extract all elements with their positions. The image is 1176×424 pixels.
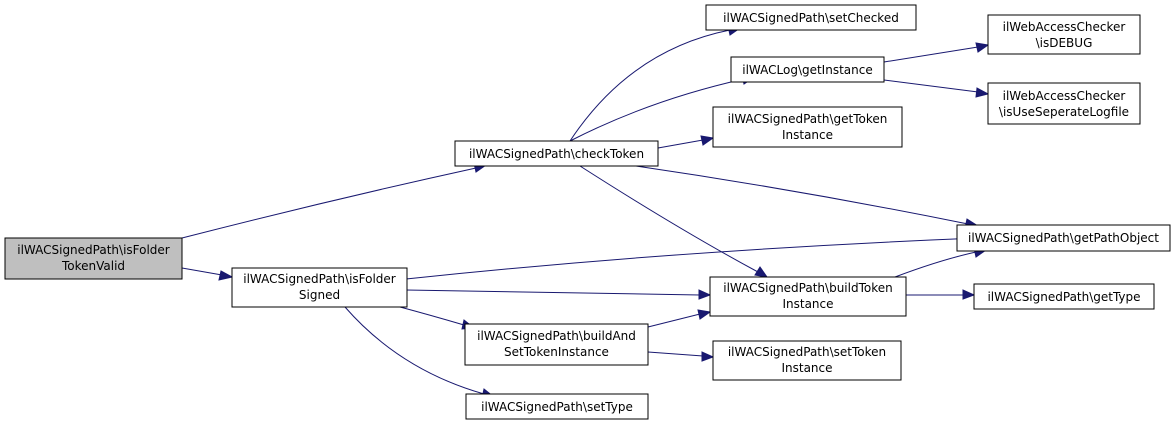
node-label-line: ilWACSignedPath\isFolder	[17, 243, 170, 257]
node-label-line: ilWACSignedPath\getType	[987, 290, 1140, 304]
node-label-line: TokenValid	[61, 259, 125, 273]
node-isdebug[interactable]: ilWebAccessChecker \isDEBUG	[987, 14, 1141, 55]
node-label-line: ilWACSignedPath\setToken	[728, 345, 886, 359]
node-settokeninstance[interactable]: ilWACSignedPath\setToken Instance	[712, 340, 902, 381]
node-label-line: ilWACLog\getInstance	[742, 63, 872, 77]
edge-buildtokeninstance-to-getpathobject	[894, 247, 988, 278]
edge-buildandsettokeninstance-to-settokeninstance	[647, 351, 715, 362]
node-getinstance[interactable]: ilWACLog\getInstance	[730, 56, 885, 83]
node-label-line: ilWACSignedPath\buildAnd	[477, 329, 636, 343]
node-label-line: \isUseSeperateLogfile	[999, 105, 1129, 119]
node-isfoldersigned[interactable]: ilWACSignedPath\isFolder Signed	[231, 267, 408, 308]
edge-getinstance-to-isdebug	[883, 42, 990, 63]
node-label-line: ilWACSignedPath\setType	[481, 400, 633, 414]
edge-getinstance-to-isuseseperatelogfile	[883, 79, 990, 98]
edge-isfoldertokenvalid-to-checktoken	[181, 162, 488, 239]
edge-isfoldersigned-to-buildtokeninstance	[405, 289, 712, 300]
node-buildtokeninstance[interactable]: ilWACSignedPath\buildToken Instance	[709, 276, 907, 317]
node-label-line: ilWACSignedPath\setChecked	[723, 11, 899, 25]
edge-buildandsettokeninstance-to-buildtokeninstance	[647, 309, 712, 328]
node-label-line: Instance	[782, 128, 833, 142]
node-label-line: Instance	[782, 297, 833, 311]
node-settype[interactable]: ilWACSignedPath\setType	[465, 393, 649, 420]
node-label-line: ilWACSignedPath\buildToken	[723, 281, 892, 295]
node-label-line: SetTokenInstance	[504, 345, 609, 359]
node-label-line: Instance	[781, 361, 832, 375]
node-label-line: ilWACSignedPath\checkToken	[469, 147, 644, 161]
node-isfoldertokenvalid[interactable]: ilWACSignedPath\isFolder TokenValid	[4, 237, 183, 280]
node-setchecked[interactable]: ilWACSignedPath\setChecked	[705, 4, 917, 31]
edge-buildtokeninstance-to-gettype	[906, 289, 976, 300]
edge-isfoldersigned-to-buildandsettokeninstance	[399, 306, 476, 330]
node-gettype[interactable]: ilWACSignedPath\getType	[973, 283, 1155, 310]
node-label-line: ilWACSignedPath\isFolder	[243, 272, 396, 286]
node-checktoken[interactable]: ilWACSignedPath\checkToken	[454, 140, 659, 167]
node-label-line: ilWACSignedPath\getPathObject	[968, 231, 1159, 245]
edge-checktoken-to-getpathobject	[635, 165, 980, 229]
node-getpathobject[interactable]: ilWACSignedPath\getPathObject	[956, 224, 1171, 252]
node-label-line: ilWebAccessChecker	[1003, 20, 1126, 34]
node-label-line: ilWACSignedPath\getToken	[728, 112, 888, 126]
node-isuseseperatelogfile[interactable]: ilWebAccessChecker \isUseSeperateLogfile	[987, 82, 1141, 125]
edge-isfoldertokenvalid-to-isfoldersigned	[181, 267, 234, 281]
node-label-line: \isDEBUG	[1036, 36, 1093, 50]
edge-isfoldersigned-to-getpathobject	[405, 233, 990, 280]
node-label-line: ilWebAccessChecker	[1003, 89, 1126, 103]
edge-checktoken-to-buildtokeninstance	[579, 165, 769, 278]
node-buildandsettokeninstance[interactable]: ilWACSignedPath\buildAnd SetTokenInstanc…	[464, 323, 649, 366]
node-gettokeninstance[interactable]: ilWACSignedPath\getToken Instance	[712, 106, 903, 148]
edge-checktoken-to-gettokeninstance	[657, 135, 715, 149]
node-label-line: Signed	[299, 288, 340, 302]
